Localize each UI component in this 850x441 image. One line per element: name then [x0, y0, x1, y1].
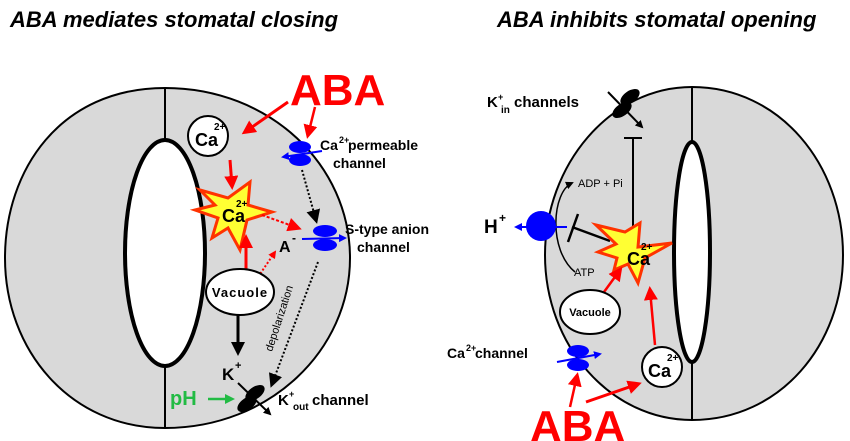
- right-vacuole: Vacuole: [559, 289, 621, 335]
- anion-channel-label-line2: channel: [357, 239, 410, 255]
- k-in-label-base: K: [487, 94, 498, 111]
- svg-text:Ca: Ca: [627, 249, 651, 269]
- ca-channel-label-base: Ca: [320, 137, 338, 153]
- left-vacuole: Vacuole: [205, 268, 275, 316]
- k-in-label-sup: +: [498, 92, 503, 102]
- k-out-label-sub: out: [293, 402, 309, 413]
- aba-to-ca-store-arrow: [241, 100, 289, 135]
- left-guard-cell-pair: [3, 86, 352, 430]
- k-ion-label-sup: +: [235, 360, 241, 372]
- ca-channel-label-rest: permeable: [348, 137, 418, 153]
- depolarization-dotted-arrow: [268, 261, 319, 388]
- anion-label-base: A: [279, 239, 291, 256]
- right-title: ABA inhibits stomatal opening: [496, 7, 817, 32]
- adp-label: ADP + Pi: [578, 178, 623, 190]
- left-k-out-channel: [237, 382, 272, 416]
- right-k-in-channels: [607, 89, 644, 129]
- right-ca-channel: [556, 345, 602, 371]
- svg-text:Ca: Ca: [648, 361, 672, 381]
- svg-text:2+: 2+: [641, 242, 653, 253]
- right-ca-store: Ca 2+: [641, 346, 683, 388]
- svg-text:Ca: Ca: [195, 130, 219, 150]
- svg-text:2+: 2+: [667, 353, 679, 364]
- burst-inhibits-pump-line: [566, 213, 611, 243]
- left-title: ABA mediates stomatal closing: [9, 7, 339, 32]
- k-out-label-sup: +: [289, 389, 294, 399]
- aba-to-ca-channel-arrow-right: [567, 372, 582, 408]
- atp-to-adp-curve: [555, 181, 576, 273]
- right-ca-channel-label-sup: 2+: [466, 343, 476, 353]
- left-stomatal-pore: [123, 138, 207, 368]
- burst-to-anion-dotted-arrow: [261, 214, 302, 232]
- ph-label: pH: [170, 388, 197, 410]
- aba-to-ca-channel-arrow: [303, 106, 318, 139]
- svg-text:Vacuole: Vacuole: [569, 307, 611, 319]
- svg-text:2+: 2+: [214, 122, 226, 133]
- h-ion-label-sup: +: [499, 211, 506, 225]
- k-ion-label-base: K: [222, 365, 235, 384]
- ca-store-to-burst-arrow: [224, 159, 239, 190]
- left-ca-burst: Ca 2+: [189, 178, 278, 255]
- ca-channel-label-line2: channel: [333, 155, 386, 171]
- right-proton-pump: [514, 211, 567, 241]
- k-out-label-base: K: [278, 392, 289, 409]
- right-ca-channel-label-base: Ca: [447, 345, 465, 361]
- atp-label: ATP: [574, 267, 595, 279]
- right-guard-cell-pair: [543, 85, 845, 422]
- right-stomatal-pore: [672, 140, 712, 364]
- right-aba-label: ABA: [530, 402, 625, 441]
- left-aba-label: ABA: [290, 66, 385, 115]
- ca-channel-to-anion-dotted-arrow: [301, 169, 321, 224]
- burst-inhibits-k-in-line: [624, 137, 642, 226]
- vacuole-to-burst-arrow-right: [602, 266, 623, 293]
- ca-store-to-burst-arrow-right: [643, 286, 658, 346]
- svg-text:Vacuole: Vacuole: [212, 285, 268, 300]
- left-ca-permeable-channel: [281, 141, 323, 166]
- k-out-label-rest: channel: [312, 392, 369, 409]
- k-in-label-rest: channels: [514, 94, 579, 111]
- svg-text:2+: 2+: [236, 199, 248, 210]
- left-s-type-anion-channel: [301, 225, 347, 251]
- aba-to-ca-store-arrow-right: [585, 380, 642, 404]
- anion-channel-label-line1: S-type anion: [345, 221, 429, 237]
- left-ca-store: Ca 2+: [187, 115, 229, 157]
- right-ca-channel-label-rest: channel: [475, 345, 528, 361]
- ca-channel-label-sup: 2+: [339, 135, 349, 145]
- h-ion-label-base: H: [484, 217, 498, 238]
- svg-text:Ca: Ca: [222, 206, 246, 226]
- anion-label-sup: -: [292, 231, 296, 245]
- k-in-label-sub: in: [501, 105, 510, 116]
